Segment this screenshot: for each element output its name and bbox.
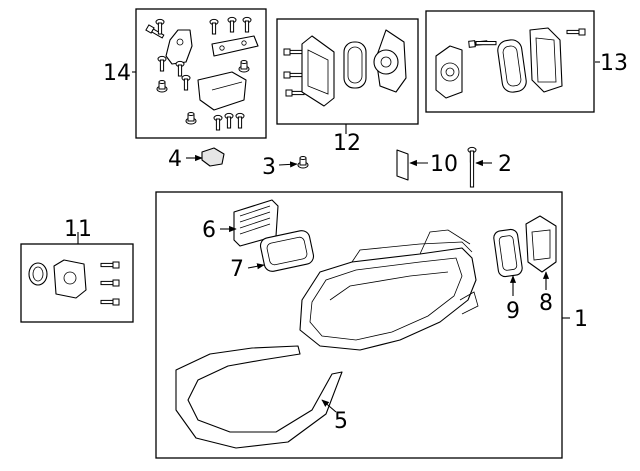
leader-lines: [77, 71, 550, 413]
ballast-gasket: [259, 230, 315, 272]
o-ring-seal: [28, 262, 48, 286]
group-11-frame: [20, 243, 134, 323]
group-12-frame: [276, 18, 419, 125]
grommet: [297, 156, 309, 169]
module-gasket: [343, 41, 367, 89]
callout-14: 14: [103, 61, 131, 86]
callout-10: 10: [430, 152, 458, 177]
module-housing: [301, 35, 335, 107]
clip-nut: [201, 147, 225, 167]
long-bolt-shank: [469, 150, 475, 188]
group-13-module-kit: [425, 10, 600, 113]
mounting-bracket-lower: [197, 71, 247, 111]
module-adapter: [435, 45, 463, 99]
callout-5: 5: [334, 409, 348, 434]
headlamp-lens: [175, 345, 343, 449]
callout-4: 4: [168, 147, 182, 172]
group-11-module-kit: [20, 243, 134, 323]
actuator-module: [53, 259, 87, 299]
mounting-bracket-upper: [165, 29, 193, 65]
callout-1: 1: [574, 307, 588, 332]
group-12-module-kit: [276, 18, 419, 125]
callout-labels: 14 12 13 4 3 10 2 11 6 7 1 9 8 5: [64, 51, 628, 434]
group-14-fastener-kit: [135, 8, 267, 139]
callout-9: 9: [506, 299, 520, 324]
shim-plate: [396, 149, 409, 181]
group-14-frame: [135, 8, 267, 139]
callout-11: 11: [64, 217, 92, 242]
module-seal: [497, 39, 527, 93]
callout-8: 8: [539, 291, 553, 316]
callout-6: 6: [202, 218, 216, 243]
igniter-unit: [525, 215, 557, 273]
callout-7: 7: [230, 257, 244, 282]
group-1-frame: [155, 191, 563, 459]
callout-12: 12: [333, 131, 361, 156]
headlamp-assembly: [155, 191, 570, 459]
callout-2: 2: [498, 152, 512, 177]
callout-13: 13: [600, 51, 628, 76]
bracket-bar: [211, 35, 259, 57]
group-13-frame: [425, 10, 595, 113]
callout-3: 3: [262, 155, 276, 180]
